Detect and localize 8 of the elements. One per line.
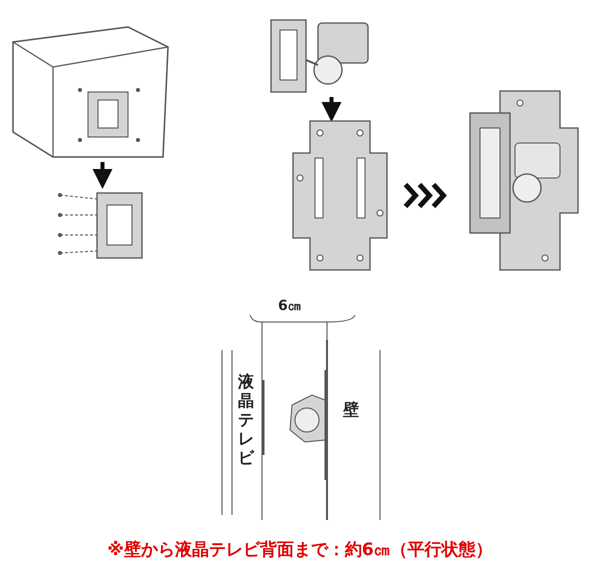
wall-plate-drawing: [290, 118, 390, 273]
arrow: [92, 162, 112, 189]
television-label: 液晶テレビ: [238, 372, 255, 467]
dimension-label: 6㎝: [278, 297, 302, 315]
chevron-arrow: [403, 182, 447, 209]
note-text: ※壁から液晶テレビ背面まで：約6㎝（平行状態）: [107, 540, 493, 560]
wall-label: 壁: [343, 400, 360, 419]
arrow: [322, 97, 342, 122]
